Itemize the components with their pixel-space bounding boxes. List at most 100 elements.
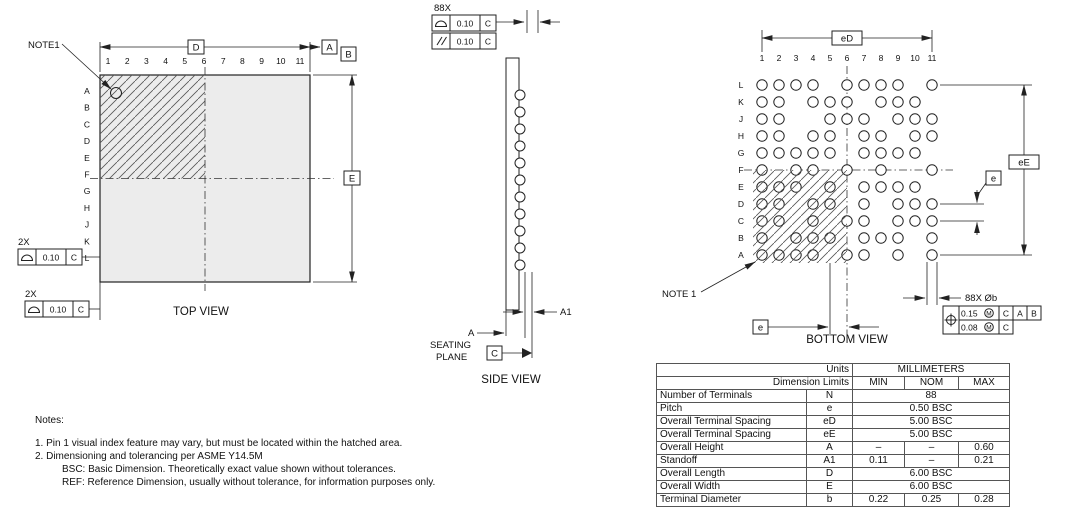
datum-e-label: e <box>991 174 996 185</box>
dim-cell: 88 <box>852 389 1010 403</box>
top-col-label: 1 <box>106 56 111 66</box>
note1-label: NOTE 1 <box>662 289 696 300</box>
terminal-ball <box>926 113 938 125</box>
terminal-ball <box>875 79 887 91</box>
note1-hatch-area <box>753 170 847 263</box>
terminal-ball <box>773 130 785 142</box>
tolerance-value: 0.10 <box>457 37 474 47</box>
top-col-label: 6 <box>202 56 207 66</box>
bottom-row-label: C <box>738 216 744 226</box>
datum-b-label: B <box>345 50 351 61</box>
top-col-label: 9 <box>259 56 264 66</box>
note-item: BSC: Basic Dimension. Theoretically exac… <box>62 464 396 475</box>
top-row-label: B <box>84 103 90 113</box>
datum-a-label: A <box>326 43 333 54</box>
fcf-profile-left: 0.10 C <box>17 248 83 266</box>
terminal-ball <box>909 181 921 193</box>
datum-c-label: C <box>491 349 498 360</box>
dim-cell: eE <box>806 428 853 442</box>
dim-cell: e <box>806 402 853 416</box>
datum-d-label: D <box>193 43 200 54</box>
terminal-ball <box>756 147 768 159</box>
datum-ref: A <box>1017 309 1023 319</box>
bottom-col-label: 11 <box>928 53 937 63</box>
datum-box-ee <box>1008 154 1040 170</box>
bottom-row-label: J <box>739 114 743 124</box>
top-col-label: 4 <box>163 56 168 66</box>
terminal-ball <box>756 79 768 91</box>
dim-cell: 0.25 <box>904 493 959 507</box>
mmc-modifier-letter: M <box>986 311 991 318</box>
dim-cell: A <box>806 441 853 455</box>
dim-cell: E <box>806 480 853 494</box>
profile-surface-icon <box>434 20 448 27</box>
tolerance-value: 0.10 <box>457 19 474 29</box>
dim-cell: 0.21 <box>958 454 1010 468</box>
bottom-row-label: G <box>738 148 745 158</box>
top-col-label: 2 <box>125 56 130 66</box>
terminal-ball <box>909 215 921 227</box>
terminal-ball <box>790 79 802 91</box>
bottom-row-label: K <box>738 97 744 107</box>
qty-2x-label: 2X <box>25 289 37 300</box>
dim-cell: Pitch <box>656 402 807 416</box>
terminal-ball <box>875 130 887 142</box>
terminal-ball <box>773 79 785 91</box>
terminal-ball <box>807 130 819 142</box>
datum-box-e <box>343 170 361 186</box>
dim-cell: Overall Terminal Spacing <box>656 415 807 429</box>
bottom-col-label: 3 <box>794 53 799 63</box>
col-nom: NOM <box>904 376 959 390</box>
terminal-ball <box>909 198 921 210</box>
terminal-ball <box>807 147 819 159</box>
terminal-ball <box>773 96 785 108</box>
datum-box-b <box>340 46 357 62</box>
datum-ref: C <box>1003 323 1009 333</box>
mmc-modifier-icon <box>984 308 994 318</box>
datum-e-label: e <box>758 323 763 334</box>
top-col-label: 8 <box>240 56 245 66</box>
terminal-ball <box>926 198 938 210</box>
mmc-modifier-icon <box>984 322 994 332</box>
fcf-profile-top: 0.10 C <box>431 14 497 32</box>
top-row-label: A <box>84 86 90 96</box>
terminal-ball <box>841 96 853 108</box>
terminal-ball <box>858 130 870 142</box>
top-col-label: 7 <box>221 56 226 66</box>
dim-a1-label: A1 <box>560 307 572 318</box>
mmc-modifier-letter: M <box>986 325 991 332</box>
note-item: 2. Dimensioning and tolerancing per ASME… <box>35 451 263 462</box>
bottom-col-label: 2 <box>777 53 782 63</box>
dim-cell: Overall Length <box>656 467 807 481</box>
seating-plane-text: SEATING <box>430 340 471 351</box>
dim-cell: A1 <box>806 454 853 468</box>
side-ball-column <box>514 89 526 271</box>
terminal-ball <box>790 147 802 159</box>
terminal-ball <box>824 113 836 125</box>
dim-cell: Number of Terminals <box>656 389 807 403</box>
dim-cell: Overall Width <box>656 480 807 494</box>
top-row-label: H <box>84 203 90 213</box>
col-min: MIN <box>852 376 905 390</box>
top-col-label: 11 <box>296 56 305 66</box>
terminal-ball <box>756 113 768 125</box>
fcf-profile-bottom: 0.10 C <box>24 300 90 318</box>
bottom-col-label: 8 <box>879 53 884 63</box>
bottom-row-label: B <box>738 233 744 243</box>
terminal-ball <box>756 96 768 108</box>
unit-system-label: MILLIMETERS <box>852 363 1010 377</box>
terminal-ball <box>807 96 819 108</box>
bottom-col-label: 5 <box>828 53 833 63</box>
notes-title: Notes: <box>35 415 64 426</box>
dim-cell: Overall Height <box>656 441 807 455</box>
tolerance-value: 0.08 <box>961 323 978 333</box>
terminal-ball <box>926 232 938 244</box>
dim-cell: 0.60 <box>958 441 1010 455</box>
terminal-ball <box>773 113 785 125</box>
